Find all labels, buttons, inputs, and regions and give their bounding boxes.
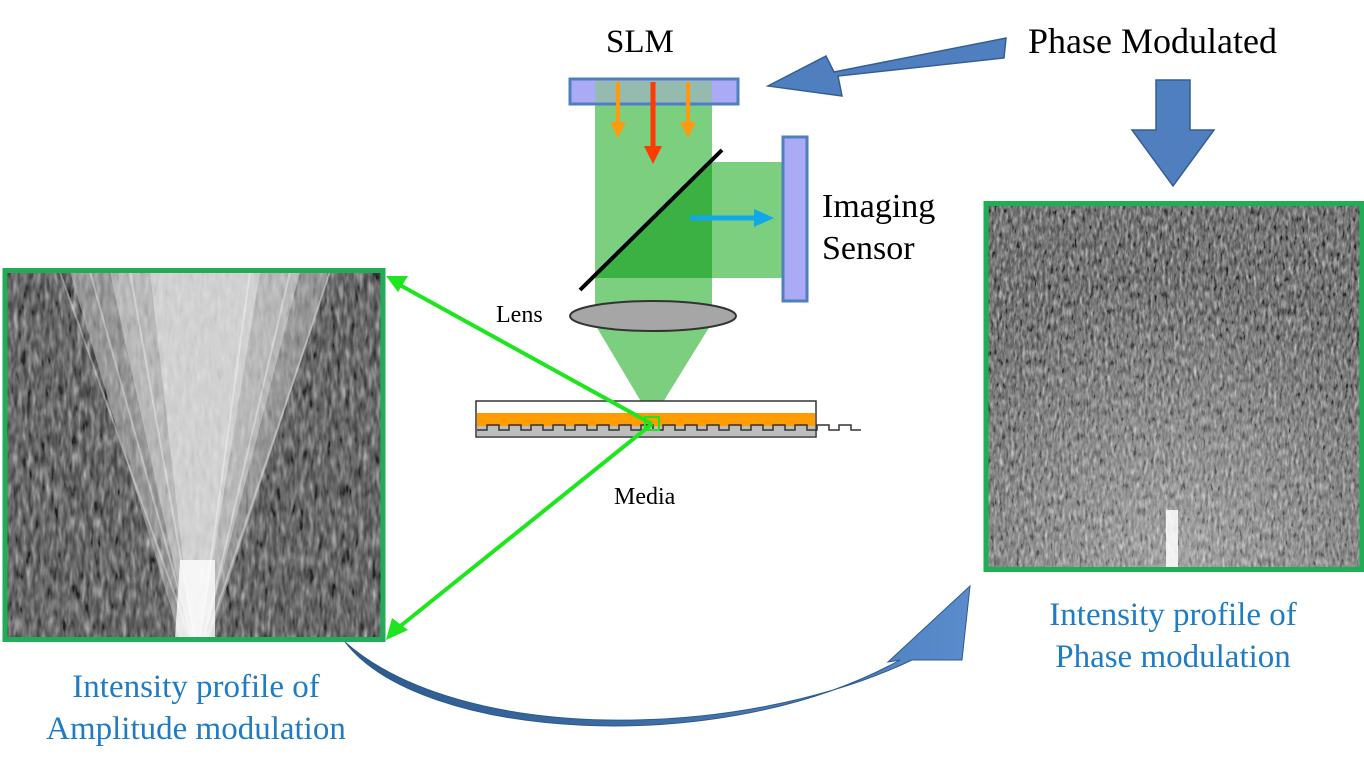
slm-reflection-arrows: [610, 82, 696, 164]
amplitude-caption: Intensity profile of Amplitude modulatio…: [0, 666, 392, 750]
amplitude-to-phase-curve-arrow: [344, 584, 971, 727]
imaging-sensor-device: [781, 135, 809, 303]
sensor-arrow: [690, 209, 774, 227]
lens-shape: [569, 300, 737, 332]
imaging-sensor-label-line1: Imaging: [822, 188, 936, 225]
phase-to-slm-arrow: [765, 37, 1007, 97]
imaging-sensor-label: Imaging Sensor: [822, 186, 935, 270]
readout-rays: [396, 282, 654, 630]
focus-cone: [596, 326, 710, 420]
phase-intensity-image: [988, 206, 1361, 568]
phase-modulated-label: Phase Modulated: [1028, 21, 1277, 61]
media-disc: [475, 400, 861, 438]
phase-caption: Intensity profile of Phase modulation: [980, 594, 1364, 678]
amplitude-caption-line1: Intensity profile of: [72, 669, 320, 705]
slm-label: SLM: [606, 24, 674, 60]
amplitude-intensity-image: [6, 272, 381, 638]
phase-down-arrow: [1130, 79, 1216, 188]
ray-arrowhead-top: [386, 276, 408, 292]
amplitude-panel-border: [2, 268, 386, 642]
lens-label: Lens: [496, 302, 543, 328]
phase-panel-border: [983, 201, 1364, 572]
phase-caption-line2: Phase modulation: [1055, 639, 1291, 675]
media-label: Media: [614, 484, 676, 510]
beam-splitter: [578, 148, 724, 292]
imaging-sensor-label-line2: Sensor: [822, 230, 915, 267]
phase-caption-line1: Intensity profile of: [1049, 597, 1297, 633]
amplitude-caption-line2: Amplitude modulation: [46, 711, 346, 747]
ray-arrowhead-bottom: [386, 618, 408, 640]
